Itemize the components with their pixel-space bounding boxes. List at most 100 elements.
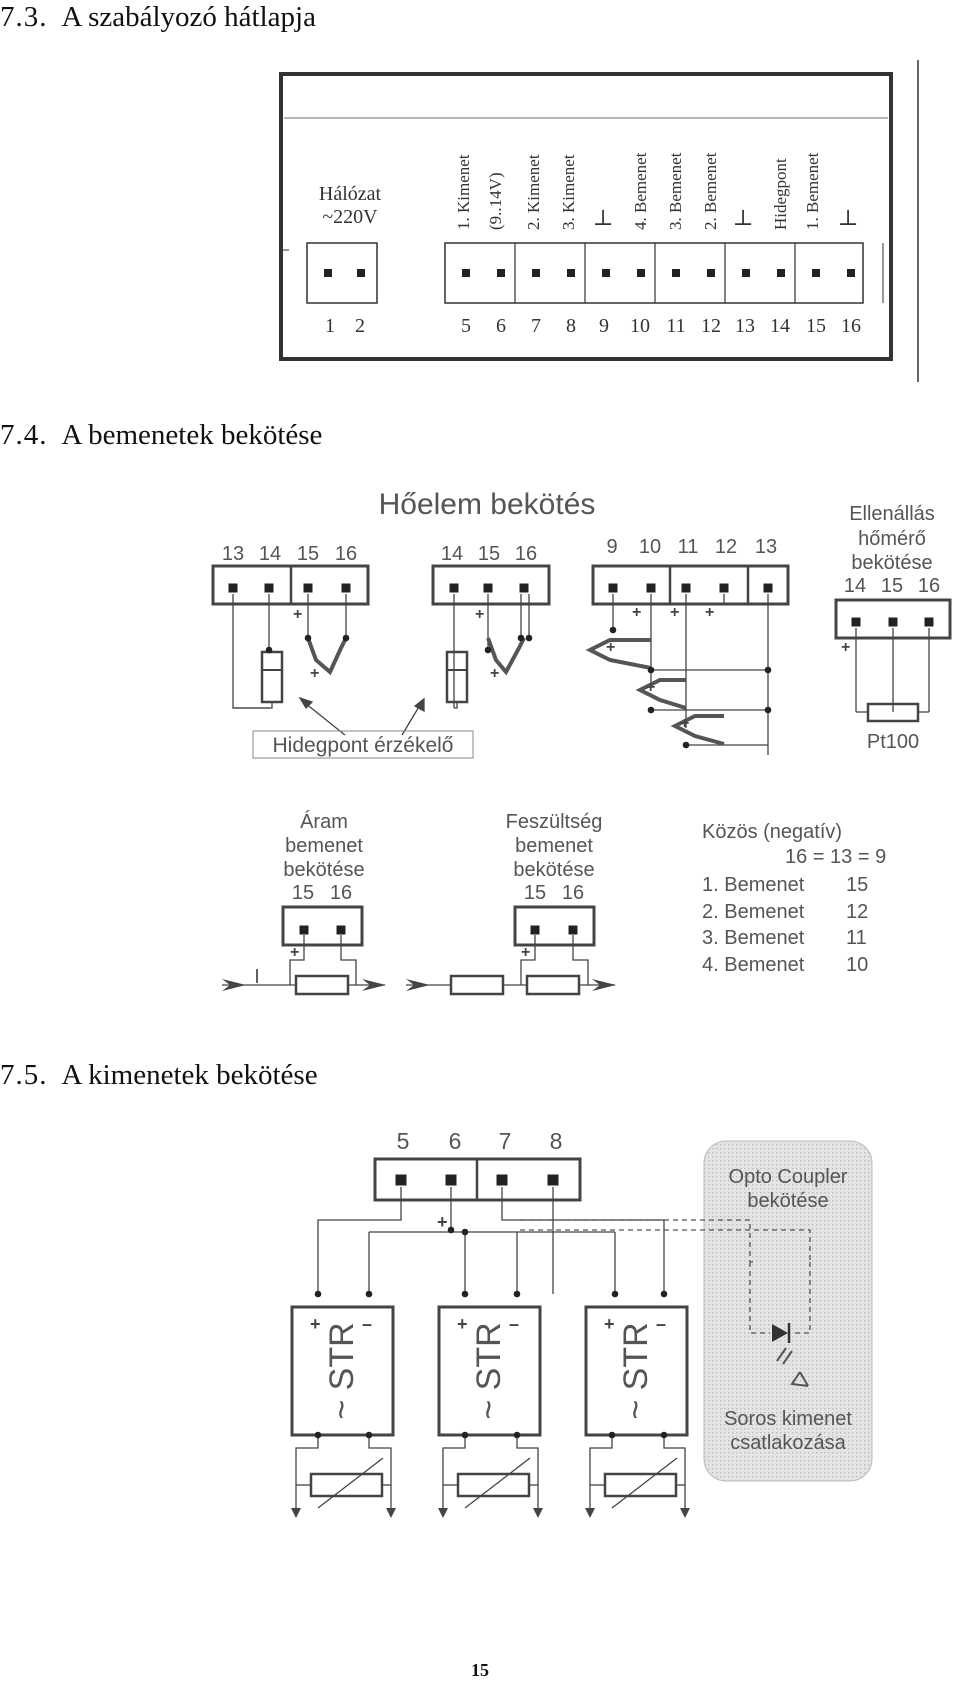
terminal-screw (707, 269, 715, 277)
junction-dot (764, 666, 772, 674)
junction-dot (342, 634, 350, 642)
svg-text:+: + (680, 715, 689, 732)
svg-text:+: + (646, 679, 655, 696)
str-relay-3 (584, 1305, 689, 1437)
terminal-screw (681, 583, 691, 593)
junction-dot (660, 1431, 668, 1439)
terminal-screw (719, 583, 729, 593)
terminal-number: 6 (449, 1128, 462, 1154)
opto-title-1: Opto Coupler (729, 1166, 848, 1188)
terminal-number: 13 (222, 543, 244, 565)
terminal-number: 10 (630, 315, 650, 337)
junction-dot (365, 1431, 373, 1439)
ground-arrows (291, 1508, 690, 1518)
page-number: 15 (471, 1660, 489, 1680)
junction-dot (517, 634, 525, 642)
aram-title-1: Áram (300, 810, 348, 833)
label-hidegpont: Hidegpont (771, 158, 790, 230)
terminal-number: 16 (335, 543, 357, 565)
polarity-marks: + + (290, 944, 530, 961)
label-220v: ~220V (322, 206, 378, 228)
junction-dot (513, 1290, 521, 1298)
terminal-number: 8 (550, 1128, 563, 1154)
output-terminal-numbers: 5 6 7 8 (397, 1128, 563, 1154)
svg-text:+: + (606, 639, 615, 656)
str-label: ~ STR (323, 1322, 361, 1419)
led-diode-icon (772, 1323, 809, 1387)
terminal-number: 15 (524, 882, 546, 904)
terminal-screw (567, 269, 575, 277)
back-panel-terminal-numbers: 1 2 5 6 7 8 9 10 11 12 13 14 15 16 (325, 315, 861, 337)
terminal-screw (568, 925, 578, 935)
back-panel-frame (279, 72, 893, 361)
legend-row-value: 15 (846, 874, 868, 896)
legend-row-value: 11 (846, 927, 867, 949)
terminal-screw (530, 925, 540, 935)
terminal-screw (497, 269, 505, 277)
terminal-screw (763, 583, 773, 593)
label-bemenet-1: 1. Bemenet (803, 152, 822, 230)
svg-text:–: – (656, 1314, 666, 1334)
back-panel-labels: Hálózat ~220V 1. Kimenet (9..14V) 2. Kim… (319, 152, 858, 230)
terminal-number: 7 (531, 315, 541, 337)
terminal-screw (602, 269, 610, 277)
current-voltage-wiring (222, 905, 615, 996)
arrow-icon (222, 979, 246, 991)
junction-dot (447, 1226, 455, 1234)
terminal-screw (924, 617, 934, 627)
junction-dot (764, 706, 772, 714)
terminal-number: 11 (666, 315, 685, 337)
back-panel-diagram (279, 60, 919, 382)
pt100-resistor-icon (866, 702, 920, 723)
terminal-screw (496, 1174, 508, 1186)
junction-dot (461, 1431, 469, 1439)
terminal-number: 7 (499, 1128, 512, 1154)
terminal-number: 16 (918, 575, 940, 597)
polarity-marks: + + + + + + + + + + + (293, 604, 850, 732)
terminal-screw (519, 583, 529, 593)
terminal-block-power (306, 242, 378, 304)
signal-arrows (222, 979, 616, 991)
terminal-screw (357, 269, 365, 277)
label-halozat: Hálózat (319, 183, 382, 205)
junction-dot (314, 1290, 322, 1298)
terminal-screw (228, 583, 238, 593)
label-bemenet-2: 2. Bemenet (701, 152, 720, 230)
svg-text:+: + (632, 604, 641, 621)
junction-dot (265, 646, 273, 654)
terminal-number: 15 (292, 882, 314, 904)
terminal-screw (646, 583, 656, 593)
hidegpont-sensor-label: Hidegpont érzékelő (273, 734, 454, 757)
terminal-number: 16 (841, 315, 861, 337)
legend-row-value: 12 (846, 901, 868, 923)
junction-dot (461, 1228, 469, 1236)
svg-text:+: + (670, 604, 679, 621)
str-label: ~ STR (470, 1322, 508, 1419)
terminal-number: 16 (562, 882, 584, 904)
terminal-number: 13 (755, 536, 777, 558)
polarity-marks: + + – + – + – (310, 1212, 666, 1334)
terminal-number: 12 (701, 315, 721, 337)
junction-dot (314, 1431, 322, 1439)
svg-text:+: + (290, 944, 299, 961)
feszultseg-title-1: Feszültség (506, 811, 603, 833)
junction-dot (513, 1431, 521, 1439)
legend-row-label: 4. Bemenet (702, 954, 805, 976)
section-heading-7-4: 7.4.A bemenetek bekötése (0, 419, 323, 451)
current-voltage-labels: Áram bemenet bekötése 15 16 I Feszültség… (254, 810, 602, 988)
terminal-screw (445, 1174, 457, 1186)
terminal-number: 14 (770, 315, 790, 337)
label-kimenet-3: 3. Kimenet (559, 154, 578, 230)
terminal-number: 16 (515, 543, 537, 565)
legend-row-label: 1. Bemenet (702, 874, 805, 896)
common-title: Közös (negatív) (702, 821, 842, 843)
terminal-screw (341, 583, 351, 593)
terminal-screw (672, 269, 680, 277)
terminal-screw (812, 269, 820, 277)
heater-load-icon (309, 1472, 384, 1498)
svg-text:+: + (293, 606, 302, 623)
thermocouple-icon (585, 638, 652, 670)
terminal-number: 1 (325, 315, 335, 337)
legend-row-label: 3. Bemenet (702, 927, 805, 949)
input-wiring (211, 564, 952, 759)
